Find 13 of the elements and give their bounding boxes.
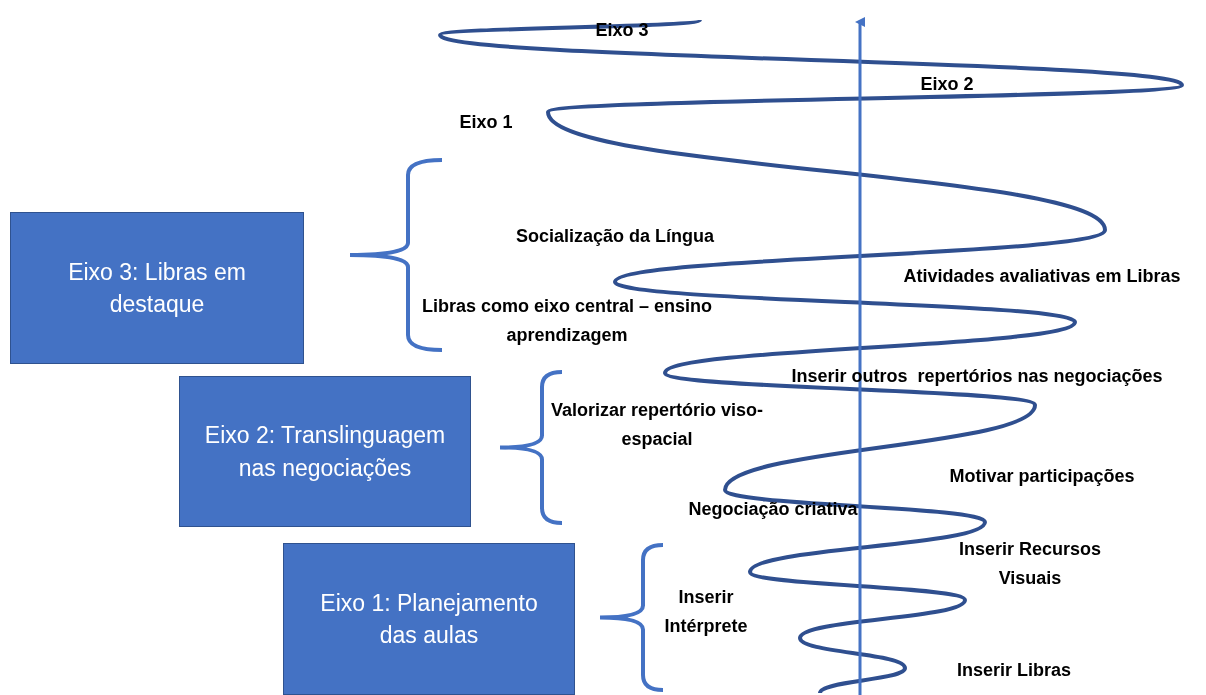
spiral-label: Socialização da Língua [514, 225, 716, 248]
spiral-label: Motivar participações [948, 465, 1136, 488]
axis-box: Eixo 1: Planejamento das aulas [283, 543, 575, 695]
spiral-label: Inserir Libras [955, 659, 1072, 682]
spiral-label: Eixo 2 [919, 73, 975, 96]
spiral-label: Eixo 1 [458, 111, 514, 134]
spiral-label: Inserir Recursos Visuais [957, 538, 1103, 590]
spiral-label: Inserir Intérprete [663, 586, 749, 638]
spiral-label: Valorizar repertório viso-espacial [549, 399, 765, 451]
axis-box: Eixo 2: Translinguagem nas negociações [179, 376, 471, 527]
spiral-label: Libras como eixo central – ensino aprendizagem [420, 295, 714, 347]
axis-box: Eixo 3: Libras em destaque [10, 212, 304, 364]
spiral-label: Atividades avaliativas em Libras [902, 265, 1182, 288]
